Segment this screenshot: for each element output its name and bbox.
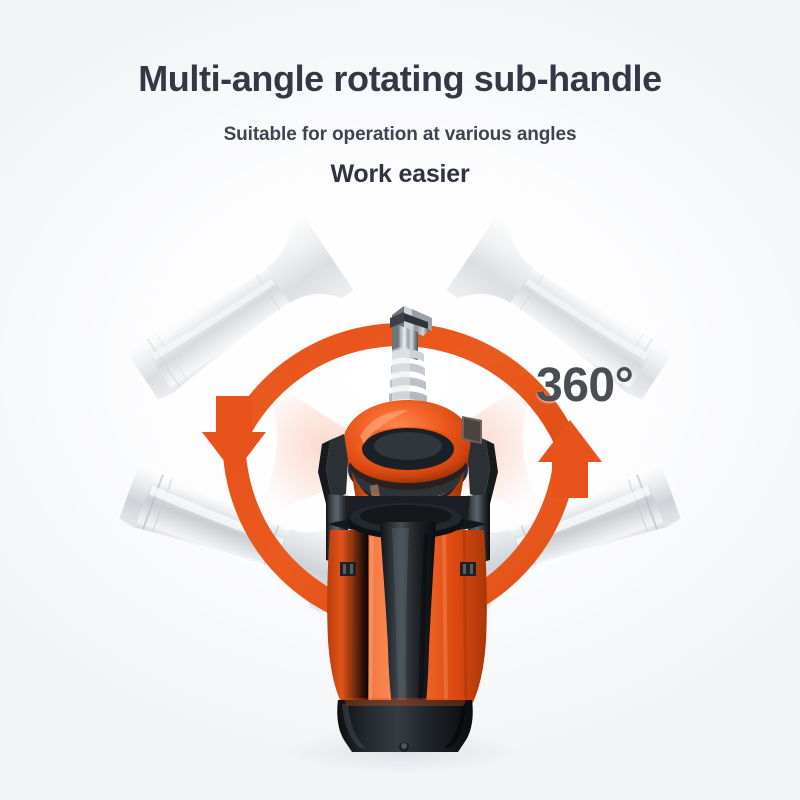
headline-block: Multi-angle rotating sub-handle Suitable… [0,0,800,189]
ghost-handle-upper-right [446,213,673,400]
arrow-up-icon [538,420,602,498]
battery-pack [337,698,473,752]
ghost-handle-upper-left [127,213,354,400]
arrow-down-icon [202,396,266,474]
tagline: Work easier [330,159,470,188]
rotary-hammer-drill [282,306,522,774]
rotation-arrows [202,396,602,498]
page-title: Multi-angle rotating sub-handle [138,58,662,99]
rotation-degree-label: 360° [536,359,634,412]
subtitle: Suitable for operation at various angles [223,123,577,145]
rotating-collar [342,400,474,506]
grip-column [348,503,464,734]
